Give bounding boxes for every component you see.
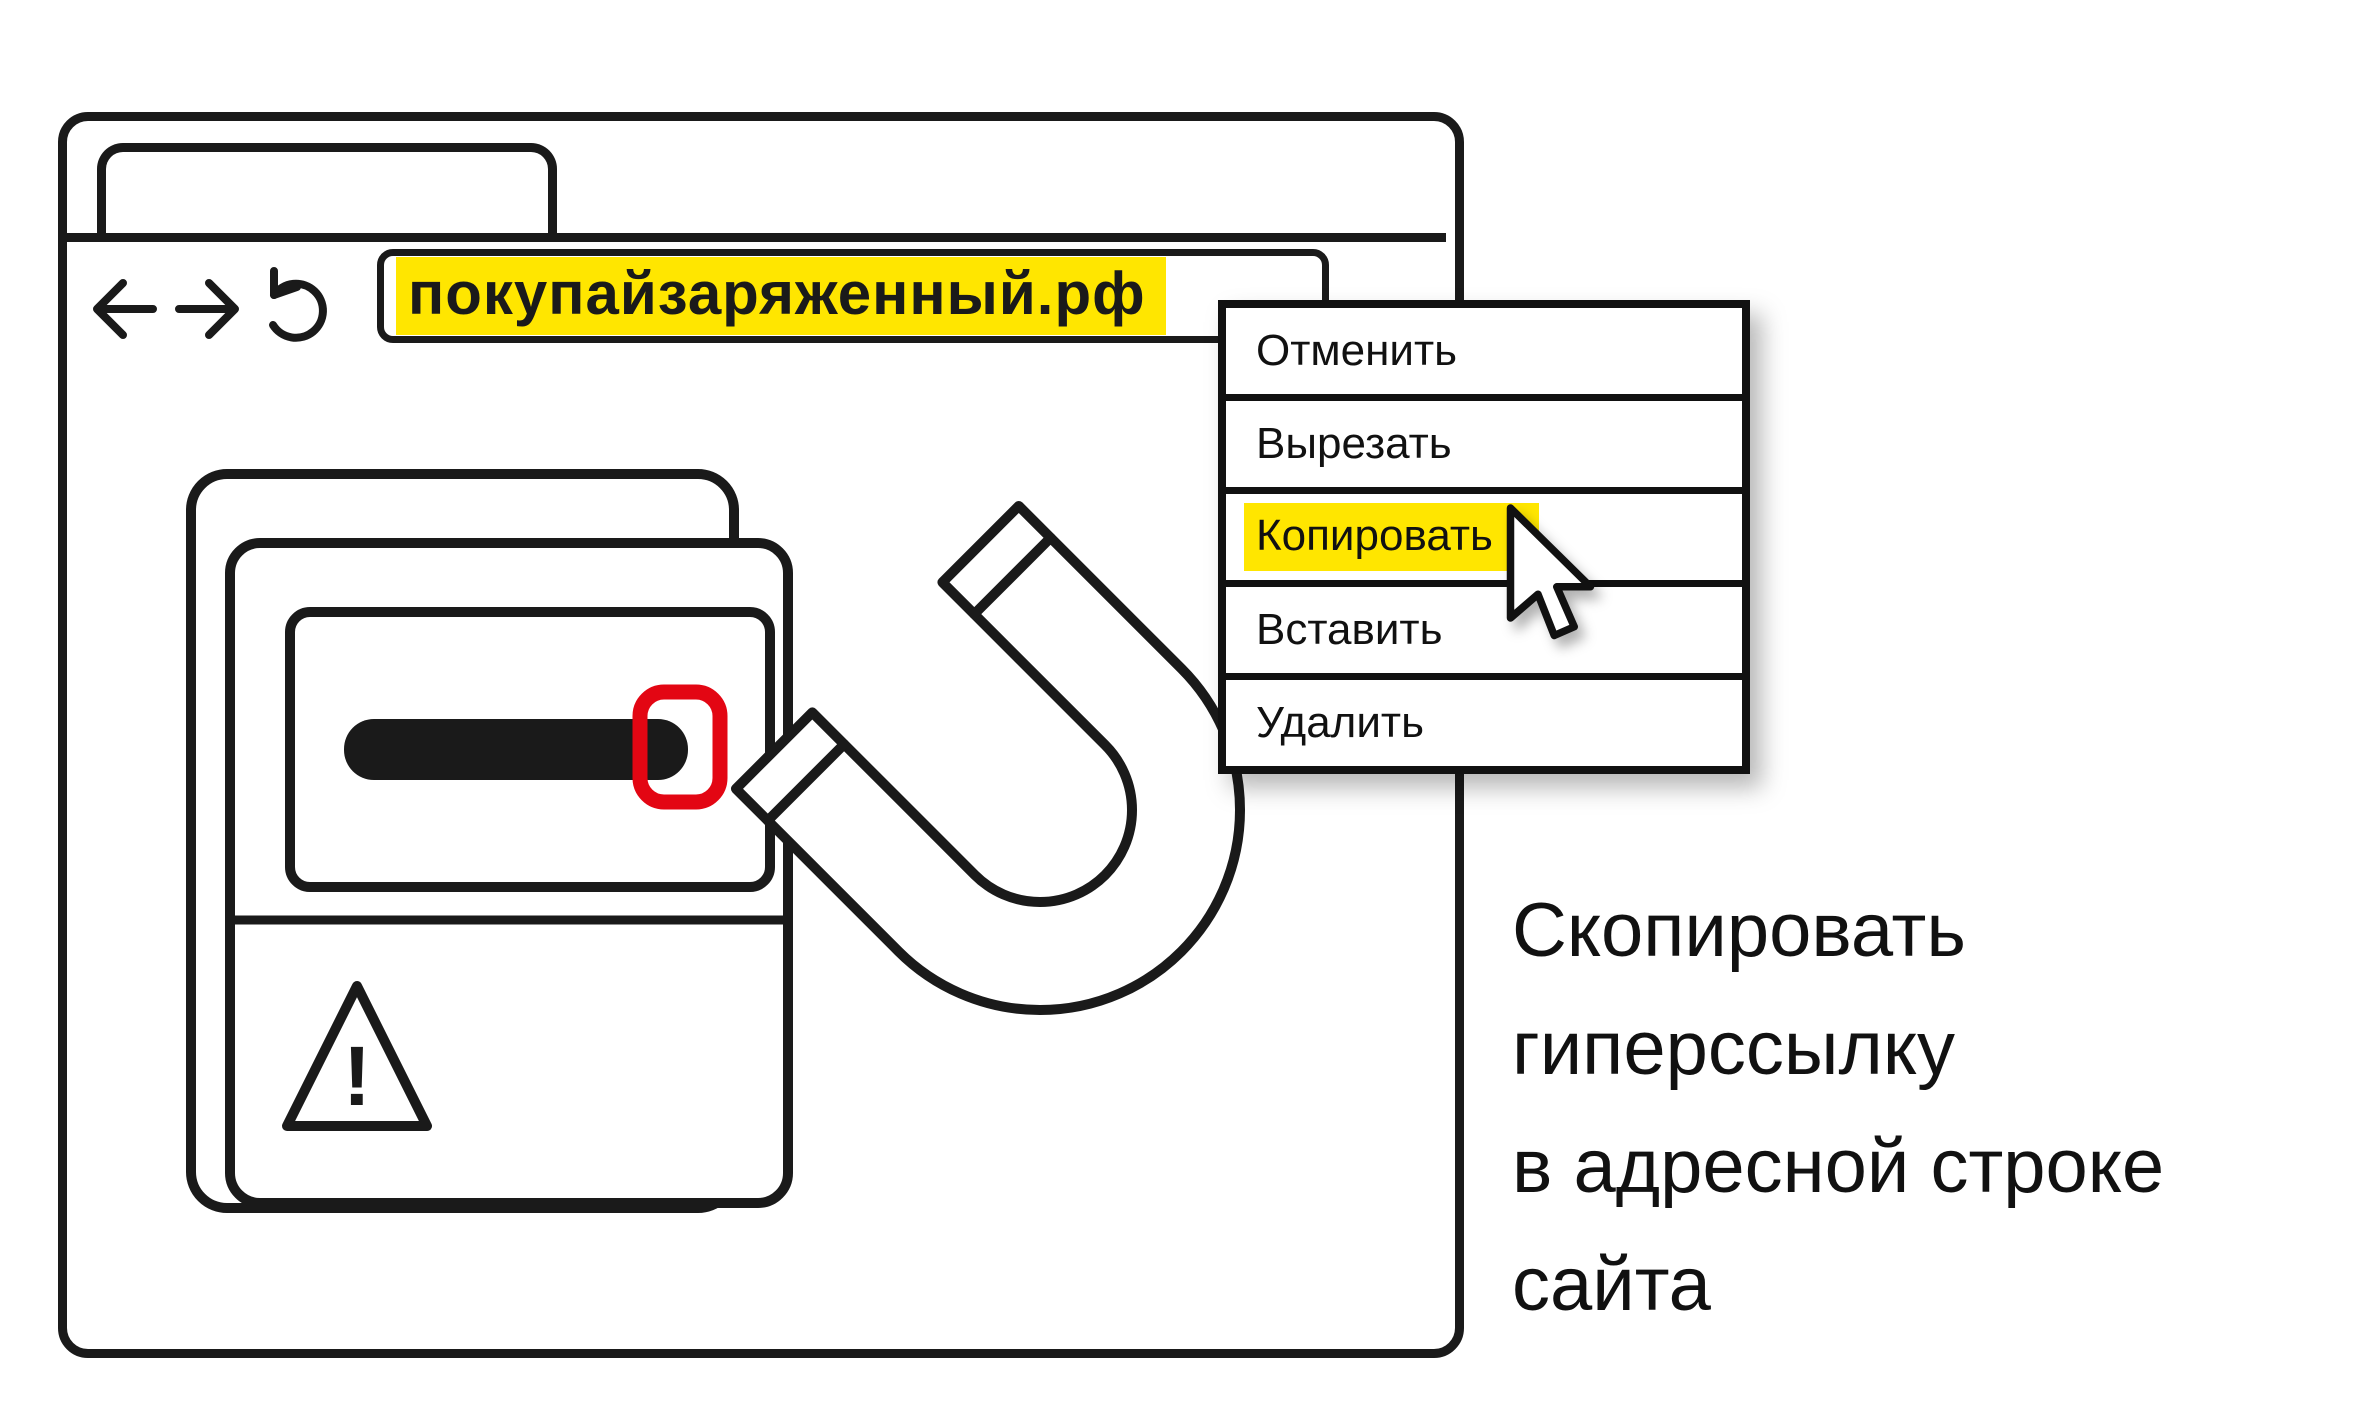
- caption-line: сайта: [1512, 1242, 1711, 1327]
- menu-item-delete[interactable]: Удалить: [1226, 680, 1742, 766]
- cursor-arrow-icon: [1506, 504, 1595, 640]
- reload-icon[interactable]: [269, 267, 327, 342]
- warning-triangle-icon: !: [282, 981, 432, 1131]
- warning-exclamation: !: [343, 1029, 371, 1123]
- menu-item-copy[interactable]: Копировать: [1226, 494, 1742, 587]
- caption-line: гиперссылку: [1512, 1006, 1955, 1091]
- meter-slider-bar: [344, 719, 688, 780]
- context-menu: Отменить Вырезать Копировать Вставить Уд…: [1218, 300, 1750, 774]
- address-url-selected-text[interactable]: покупайзаряженный.рф: [396, 257, 1166, 335]
- power-meter-icon: !: [186, 469, 793, 1213]
- browser-tab[interactable]: [97, 143, 557, 242]
- meter-magnet-illustration: !: [186, 469, 1245, 1213]
- meter-red-switch: [632, 684, 728, 810]
- menu-item-cut[interactable]: Вырезать: [1226, 401, 1742, 494]
- caption-line: Скопировать: [1512, 888, 1966, 973]
- menu-item-paste[interactable]: Вставить: [1226, 587, 1742, 680]
- menu-item-copy-highlight[interactable]: Копировать: [1244, 503, 1539, 571]
- toolbar-divider: [58, 233, 1446, 242]
- menu-item-undo[interactable]: Отменить: [1226, 308, 1742, 401]
- caption-line: в адресной строке: [1512, 1124, 2165, 1209]
- caption-text: Скопировать гиперссылку в адресной строк…: [1512, 872, 2164, 1344]
- back-arrow-icon[interactable]: [93, 279, 157, 339]
- browser-nav-icons: [93, 267, 327, 342]
- address-bar[interactable]: покупайзаряженный.рф: [377, 249, 1329, 343]
- forward-arrow-icon[interactable]: [175, 279, 239, 339]
